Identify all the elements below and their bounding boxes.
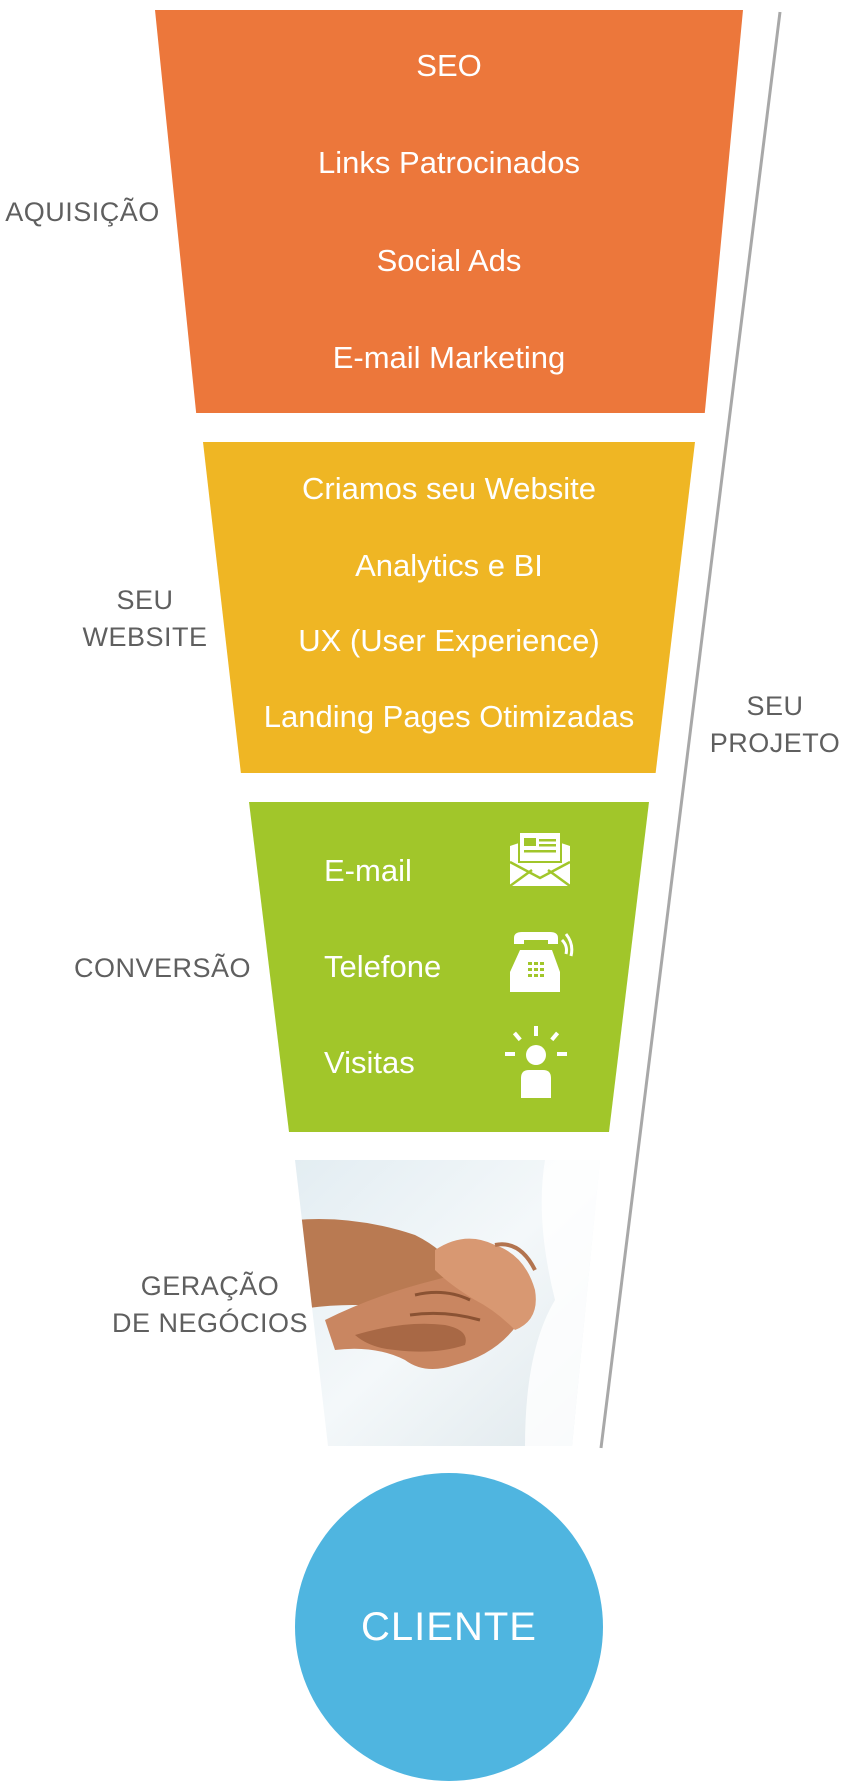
conversao-visitas-label: Visitas [324, 1045, 415, 1080]
list-item: Landing Pages Otimizadas [263, 699, 635, 734]
conversao-email-label: E-mail [324, 853, 412, 888]
conversao-telefone-label: Telefone [324, 949, 442, 984]
cliente-label: CLIENTE [361, 1605, 537, 1649]
list-item: Links Patrocinados [318, 145, 580, 180]
list-item: SEO [416, 48, 482, 83]
website-band: Criamos seu Website Analytics e BI UX (U… [203, 442, 695, 773]
list-item: E-mail Marketing [332, 340, 566, 375]
projeto-label: SEU PROJETO [709, 691, 841, 758]
envelope-icon [509, 832, 571, 888]
website-label: SEU WEBSITE [82, 585, 208, 652]
list-item: Analytics e BI [355, 548, 543, 583]
telephone-icon [510, 932, 574, 992]
list-item: Criamos seu Website [301, 471, 597, 506]
visitor-icon [505, 1026, 567, 1098]
conversao-label: CONVERSÃO [73, 953, 252, 983]
conversao-band [249, 802, 649, 1132]
cliente-circle: CLIENTE [295, 1473, 603, 1781]
aquisicao-label: AQUISIÇÃO [5, 197, 160, 227]
handshake-photo [295, 1160, 600, 1446]
aquisicao-band: SEO Links Patrocinados Social Ads E-mail… [155, 10, 743, 413]
list-item: UX (User Experience) [298, 623, 600, 658]
list-item: Social Ads [376, 243, 522, 278]
negocios-label: GERAÇÃO DE NEGÓCIOS [111, 1271, 309, 1338]
